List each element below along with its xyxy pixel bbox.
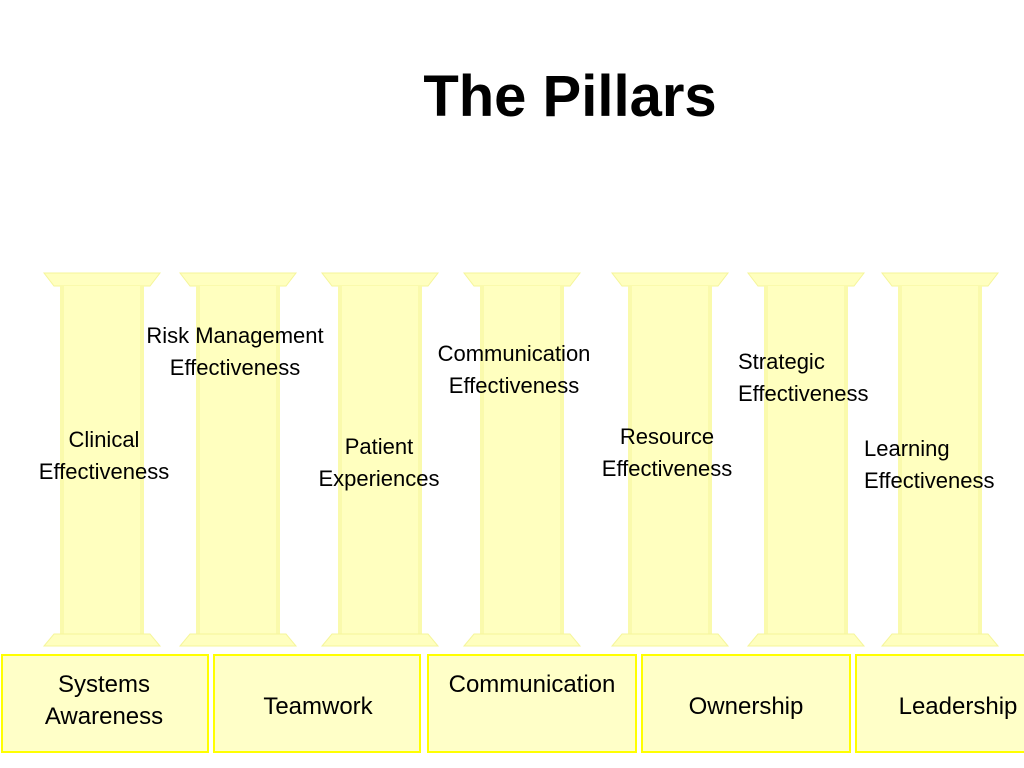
foundation-label-communication: Communication <box>448 671 616 698</box>
pillar-4 <box>462 272 582 647</box>
pillar-3 <box>320 272 440 647</box>
pillar-label-resource-effectiveness: Resource Effectiveness <box>601 424 733 481</box>
pillar-label-clinical-effectiveness: Clinical Effectiveness <box>38 427 170 484</box>
foundation-label-ownership: Ownership <box>688 693 804 720</box>
foundation-block-2 <box>213 654 421 753</box>
foundation-block-5 <box>855 654 1024 753</box>
pillar-7 <box>880 272 1000 647</box>
foundation-label-systems-awareness: Systems Awareness <box>44 671 164 730</box>
pillar-1 <box>42 272 162 647</box>
pillar-2 <box>178 272 298 647</box>
foundation-label-teamwork: Teamwork <box>263 693 373 720</box>
foundation-label-leadership: Leadership <box>898 693 1018 720</box>
pillar-5 <box>610 272 730 647</box>
foundation-block-1 <box>1 654 209 753</box>
pillar-label-strategic-effectiveness: Strategic Effectiveness <box>738 349 869 406</box>
pillar-label-patient-experiences: Patient Experiences <box>318 434 440 491</box>
pillar-label-learning-effectiveness: Learning Effectiveness <box>864 436 995 493</box>
slide-title: The Pillars <box>423 64 717 129</box>
foundation-block-3 <box>427 654 637 753</box>
pillar-label-risk-management-effectiveness: Risk Management Effectiveness <box>146 323 324 380</box>
pillar-6 <box>746 272 866 647</box>
pillar-label-communication-effectiveness: Communication Effectiveness <box>437 341 591 398</box>
foundation-block-4 <box>641 654 851 753</box>
